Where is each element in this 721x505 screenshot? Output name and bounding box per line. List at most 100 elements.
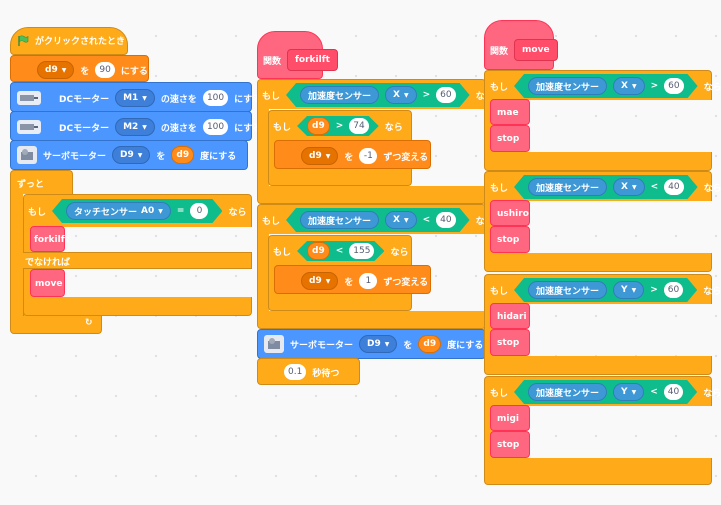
axis-dropdown[interactable]: X▼ [385,211,417,229]
dc-motor-m1-block[interactable]: DCモーター M1▼ の速さを 100 にする [10,82,261,112]
inner-if-bottom [268,294,412,311]
if-else-block[interactable]: もし タッチセンサー A0▼ = 0 なら [23,194,252,227]
if-accel-block[interactable]: もし 加速度センサー Y▼ > 60 なら [484,274,721,304]
stop-call-block[interactable]: stop [490,226,530,253]
green-flag-icon [18,34,29,46]
value-input[interactable]: -1 [359,148,378,164]
axis-dropdown[interactable]: Y▼ [613,383,644,401]
block-text: の速さを [160,123,197,134]
servo-motor-block[interactable]: サーボモーター D9▼ を d9 度にする [10,140,248,170]
call-block[interactable]: migi [490,405,530,431]
if-bottom [484,458,712,485]
forever-block[interactable]: ずっと [10,170,73,194]
variable-dropdown[interactable]: d9▼ [301,147,339,165]
forever-label: ずっと [17,180,45,190]
variable-dropdown[interactable]: d9▼ [301,272,339,290]
call-forkilft-block[interactable]: forkilft [30,226,69,252]
touch-sensor-dropdown[interactable]: タッチセンサー A0▼ [66,202,171,220]
accel-condition[interactable]: 加速度センサー X▼ < 40 [514,175,698,199]
dc-motor-m2-block[interactable]: DCモーター M2▼ の速さを 100 にする [10,111,261,141]
forever-bottom: ↻ [10,316,102,334]
block-text: にする [120,66,148,77]
axis-dropdown[interactable]: X▼ [613,77,645,95]
stop-call-block[interactable]: stop [490,431,530,458]
port-dropdown[interactable]: D9▼ [112,146,151,164]
define-move-block[interactable]: 関数 move [484,20,558,70]
block-text: を [344,277,354,288]
value-input[interactable]: 60 [664,282,683,298]
dropdown-arrow-icon: ▼ [158,207,163,215]
variable-reporter[interactable]: d9 [418,335,442,353]
change-d9-block[interactable]: d9▼ を -1 ずつ変える [274,140,431,169]
value-input[interactable]: 74 [349,118,368,134]
when-flag-clicked-hat[interactable]: がクリックされたとき [10,27,128,55]
wait-block[interactable]: 0.1 秒待つ [257,358,360,385]
call-block[interactable]: ushiro [490,200,530,226]
call-move-block[interactable]: move [30,269,65,297]
variable-reporter[interactable]: d9 [307,117,330,135]
axis-dropdown[interactable]: Y▼ [613,281,644,299]
block-text: を [403,340,413,351]
value-input[interactable]: 1 [359,273,378,289]
call-block[interactable]: mae [490,99,530,125]
axis-dropdown[interactable]: X▼ [613,178,645,196]
if-accel-x-lt-block[interactable]: もし 加速度センサー X▼ < 40 なら [257,204,494,234]
block-text: にする [234,123,262,134]
variable-dropdown[interactable]: d9▼ [37,61,75,79]
if-bottom [484,356,712,375]
define-forkilft-block[interactable]: 関数 forkilft [257,31,338,79]
accel-sensor-label: 加速度センサー [528,178,607,196]
compare-condition[interactable]: d9 < 155 [297,241,384,261]
value-input[interactable]: 40 [436,212,455,228]
block-text: 度にする [447,340,484,351]
value-input[interactable]: 155 [349,243,374,259]
motor-dropdown[interactable]: M1▼ [115,89,155,107]
stop-call-block[interactable]: stop [490,125,530,152]
operator: < [335,246,344,256]
call-block[interactable]: hidari [490,303,530,329]
if-label: もし [262,91,281,102]
if-arm [257,233,269,311]
touch-sensor-condition[interactable]: タッチセンサー A0▼ = 0 [52,199,222,223]
if-accel-x-gt-block[interactable]: もし 加速度センサー X▼ > 60 なら [257,79,494,109]
block-text: サーボモーター [43,151,107,162]
if-accel-block[interactable]: もし 加速度センサー X▼ < 40 なら [484,171,721,201]
operator: > [650,285,658,295]
then-label: なら [703,388,721,399]
accel-condition[interactable]: 加速度センサー X▼ > 60 [514,74,698,98]
servo-motor-icon [264,335,284,353]
inner-if-d9-lt-block[interactable]: もし d9 < 155 なら [268,235,412,265]
if-accel-block[interactable]: もし 加速度センサー X▼ > 60 なら [484,70,721,100]
variable-reporter[interactable]: d9 [171,146,195,164]
dc-motor-icon [17,120,41,134]
motor-dropdown[interactable]: M2▼ [115,118,155,136]
value-input[interactable]: 40 [664,384,683,400]
if-accel-block[interactable]: もし 加速度センサー Y▼ < 40 なら [484,376,721,406]
accel-condition[interactable]: 加速度センサー Y▼ > 60 [514,278,697,302]
value-input[interactable]: 60 [664,78,683,94]
value-input[interactable]: 60 [436,87,455,103]
port-dropdown[interactable]: D9▼ [359,335,398,353]
if-arm [257,108,269,186]
loop-arrow-icon: ↻ [85,318,93,328]
accel-condition[interactable]: 加速度センサー X▼ > 60 [286,83,470,107]
accel-condition[interactable]: 加速度センサー X▼ < 40 [286,208,470,232]
value-input[interactable]: 0 [190,203,208,219]
else-bar: でなければ [23,252,252,269]
seconds-input[interactable]: 0.1 [284,364,307,380]
dropdown-arrow-icon: ▼ [631,183,637,191]
stop-call-block[interactable]: stop [490,329,530,356]
inner-if-d9-gt-block[interactable]: もし d9 > 74 なら [268,110,412,140]
variable-reporter[interactable]: d9 [307,242,330,260]
compare-condition[interactable]: d9 > 74 [297,116,379,136]
block-text: DCモーター [59,94,110,105]
accel-condition[interactable]: 加速度センサー Y▼ < 40 [514,380,697,404]
speed-input[interactable]: 100 [202,90,229,106]
value-input[interactable]: 90 [95,62,115,78]
change-d9-block[interactable]: d9▼ を 1 ずつ変える [274,265,431,294]
set-variable-block[interactable]: d9▼ を 90 にする [10,55,149,82]
axis-dropdown[interactable]: X▼ [385,86,417,104]
speed-input[interactable]: 100 [202,119,229,135]
value-input[interactable]: 40 [664,179,683,195]
servo-motor-block[interactable]: サーボモーター D9▼ を d9 度にする [257,329,486,359]
